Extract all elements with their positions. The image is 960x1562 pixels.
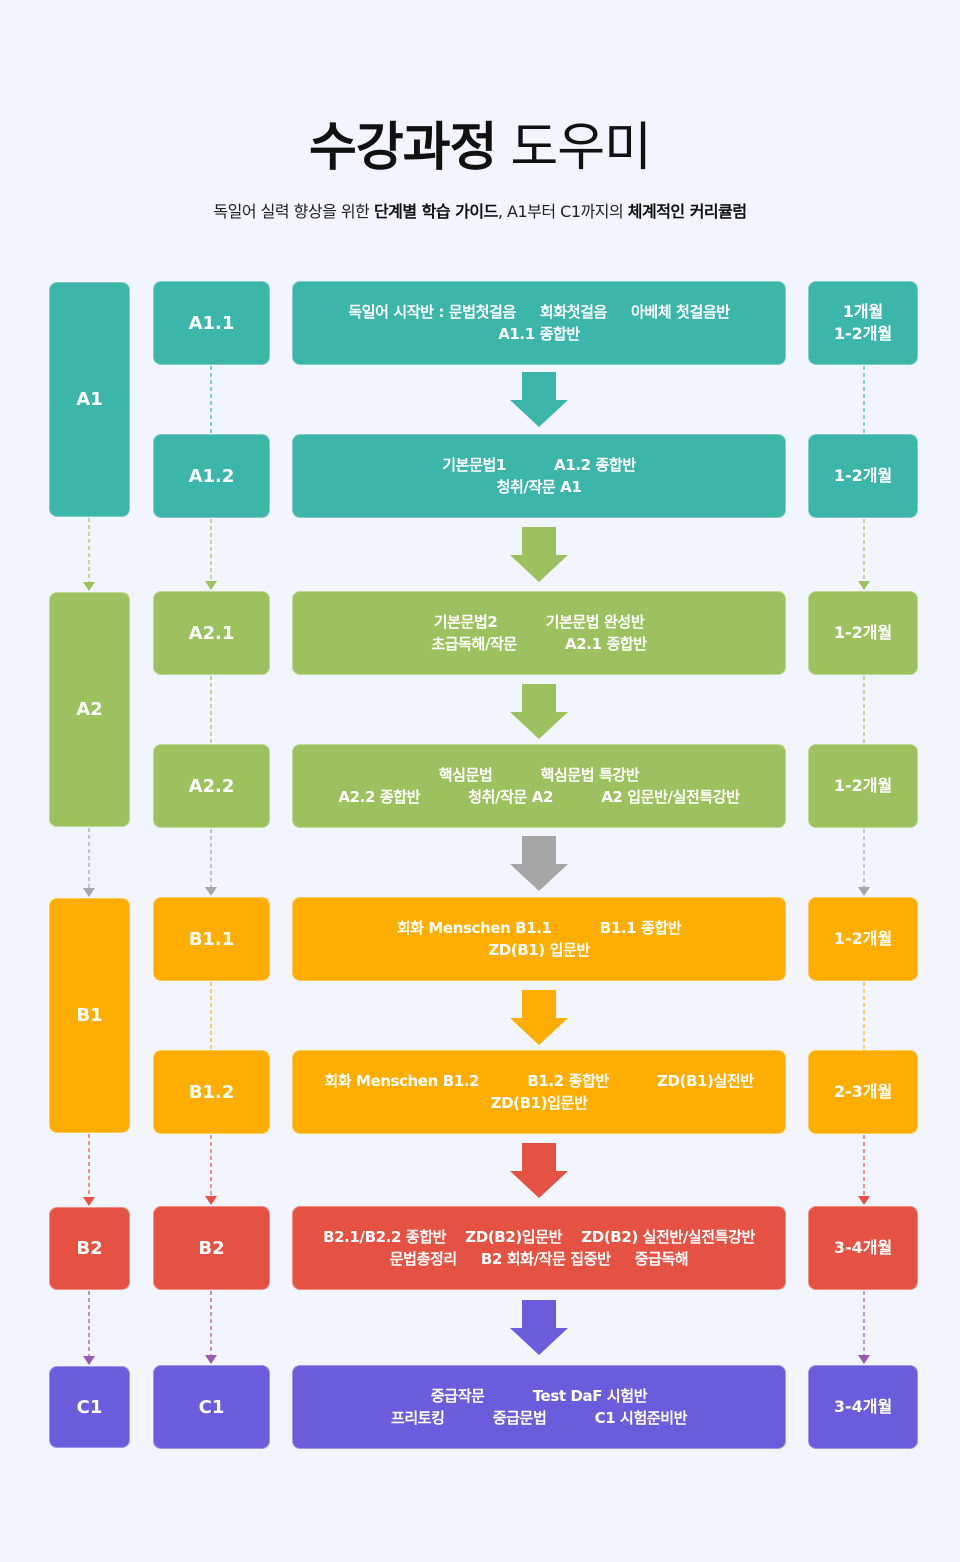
sublevel-label: A1.2 [188, 465, 235, 487]
sublevel-label: B1.2 [188, 1081, 235, 1103]
level-box-c1[interactable]: C1 [49, 1366, 130, 1448]
sublevel-label: B2 [198, 1237, 225, 1259]
arrowhead-icon [83, 888, 95, 897]
sublevel-label: A1.1 [188, 312, 235, 334]
level-label: B2 [76, 1238, 103, 1259]
sublevel-label: C1 [198, 1396, 225, 1418]
arrowhead-icon [205, 1355, 217, 1364]
course-line: 독일어 시작반 : 문법첫걸음 회화첫걸음 아베체 첫걸음반 [348, 303, 730, 321]
duration-box-a1-1[interactable]: 1개월 1-2개월 [808, 281, 918, 365]
down-arrow-icon [510, 684, 568, 739]
level-box-b2[interactable]: B2 [49, 1207, 130, 1290]
sublevel-label: B1.1 [188, 928, 235, 950]
course-line: 핵심문법 핵심문법 특강반 [438, 766, 640, 784]
level-label: B1 [76, 1005, 103, 1026]
course-line: 프리토킹 중급문법 C1 시험준비반 [390, 1409, 688, 1427]
duration-box-a2-2[interactable]: 1-2개월 [808, 744, 918, 828]
duration-box-a1-2[interactable]: 1-2개월 [808, 434, 918, 518]
arrowhead-icon [83, 582, 95, 591]
duration-box-b1-1[interactable]: 1-2개월 [808, 897, 918, 981]
course-line: ZD(B1)입문반 [490, 1094, 588, 1112]
duration-label: 3-4개월 [833, 1238, 893, 1257]
level-label: A2 [76, 699, 103, 720]
title-bold: 수강과정 [309, 118, 497, 178]
subtitle-part-bold: 체계적인 커리큘럼 [627, 202, 747, 221]
course-line: 문법총정리 B2 회화/작문 집중반 중급독해 [389, 1250, 689, 1268]
course-line: 중급작문 Test DaF 시험반 [430, 1387, 648, 1405]
duration-label: 1-2개월 [833, 776, 893, 795]
arrowhead-icon [858, 1196, 870, 1205]
course-line: A1.1 종합반 [498, 325, 580, 343]
level-box-a2[interactable]: A2 [49, 592, 130, 827]
sublevel-box-a2-1[interactable]: A2.1 [153, 591, 270, 675]
title-light: 도우미 [510, 118, 652, 178]
sublevel-box-c1[interactable]: C1 [153, 1365, 270, 1449]
course-box-a1-1[interactable]: 독일어 시작반 : 문법첫걸음 회화첫걸음 아베체 첫걸음반 A1.1 종합반 [292, 281, 786, 365]
duration-label: 1-2개월 [833, 623, 893, 642]
sublevel-box-b1-2[interactable]: B1.2 [153, 1050, 270, 1134]
level-label: A1 [76, 389, 103, 410]
course-line: A2.2 종합반 청취/작문 A2 A2 입문반/실전특강반 [338, 788, 740, 806]
duration-label: 1-2개월 [833, 466, 893, 485]
duration-box-a2-1[interactable]: 1-2개월 [808, 591, 918, 675]
sublevel-box-b1-1[interactable]: B1.1 [153, 897, 270, 981]
arrowhead-icon [205, 581, 217, 590]
course-line: 기본문법2 기본문법 완성반 [433, 613, 645, 631]
down-arrow-icon [510, 372, 568, 427]
course-line: ZD(B1) 입문반 [488, 941, 590, 959]
course-box-b1-2[interactable]: 회화 Menschen B1.2 B1.2 종합반 ZD(B1)실전반 ZD(B… [292, 1050, 786, 1134]
course-line: 초급독해/작문 A2.1 종합반 [431, 635, 647, 653]
course-box-b1-1[interactable]: 회화 Menschen B1.1 B1.1 종합반 ZD(B1) 입문반 [292, 897, 786, 981]
arrowhead-icon [205, 1196, 217, 1205]
down-arrow-icon [510, 990, 568, 1045]
course-line: 회화 Menschen B1.2 B1.2 종합반 ZD(B1)실전반 [324, 1072, 754, 1090]
duration-label: 1-2개월 [833, 324, 893, 343]
duration-label: 3-4개월 [833, 1397, 893, 1416]
arrowhead-icon [858, 581, 870, 590]
sublevel-box-b2[interactable]: B2 [153, 1206, 270, 1290]
sublevel-label: A2.1 [188, 622, 235, 644]
subtitle-part: , A1부터 C1까지의 [497, 202, 628, 221]
duration-box-c1[interactable]: 3-4개월 [808, 1365, 918, 1449]
level-box-b1[interactable]: B1 [49, 898, 130, 1133]
duration-box-b2[interactable]: 3-4개월 [808, 1206, 918, 1290]
course-line: B2.1/B2.2 종합반 ZD(B2)입문반 ZD(B2) 실전반/실전특강반 [323, 1228, 755, 1246]
course-line: 기본문법1 A1.2 종합반 [442, 456, 636, 474]
arrowhead-icon [205, 887, 217, 896]
sublevel-box-a1-1[interactable]: A1.1 [153, 281, 270, 365]
down-arrow-icon [510, 527, 568, 582]
level-label: C1 [76, 1396, 103, 1418]
course-line: 회화 Menschen B1.1 B1.1 종합반 [396, 919, 682, 937]
arrowhead-icon [858, 1355, 870, 1364]
duration-label: 2-3개월 [833, 1082, 893, 1101]
sublevel-box-a2-2[interactable]: A2.2 [153, 744, 270, 828]
course-box-b2[interactable]: B2.1/B2.2 종합반 ZD(B2)입문반 ZD(B2) 실전반/실전특강반… [292, 1206, 786, 1290]
page-subtitle: 독일어 실력 향상을 위한 단계별 학습 가이드, A1부터 C1까지의 체계적… [0, 198, 960, 222]
duration-box-b1-2[interactable]: 2-3개월 [808, 1050, 918, 1134]
course-box-c1[interactable]: 중급작문 Test DaF 시험반 프리토킹 중급문법 C1 시험준비반 [292, 1365, 786, 1449]
sublevel-label: A2.2 [188, 775, 235, 797]
duration-label: 1-2개월 [833, 929, 893, 948]
course-box-a1-2[interactable]: 기본문법1 A1.2 종합반 청취/작문 A1 [292, 434, 786, 518]
duration-label: 1개월 [842, 302, 884, 321]
subtitle-part-bold: 단계별 학습 가이드 [373, 202, 498, 221]
sublevel-box-a1-2[interactable]: A1.2 [153, 434, 270, 518]
course-line: 청취/작문 A1 [496, 478, 582, 496]
down-arrow-icon [510, 1143, 568, 1198]
level-box-a1[interactable]: A1 [49, 282, 130, 517]
course-box-a2-1[interactable]: 기본문법2 기본문법 완성반 초급독해/작문 A2.1 종합반 [292, 591, 786, 675]
arrowhead-icon [83, 1197, 95, 1206]
down-arrow-icon [510, 836, 568, 891]
down-arrow-icon [510, 1300, 568, 1355]
arrowhead-icon [83, 1356, 95, 1365]
subtitle-part: 독일어 실력 향상을 위한 [213, 202, 374, 221]
arrowhead-icon [858, 887, 870, 896]
course-box-a2-2[interactable]: 핵심문법 핵심문법 특강반 A2.2 종합반 청취/작문 A2 A2 입문반/실… [292, 744, 786, 828]
